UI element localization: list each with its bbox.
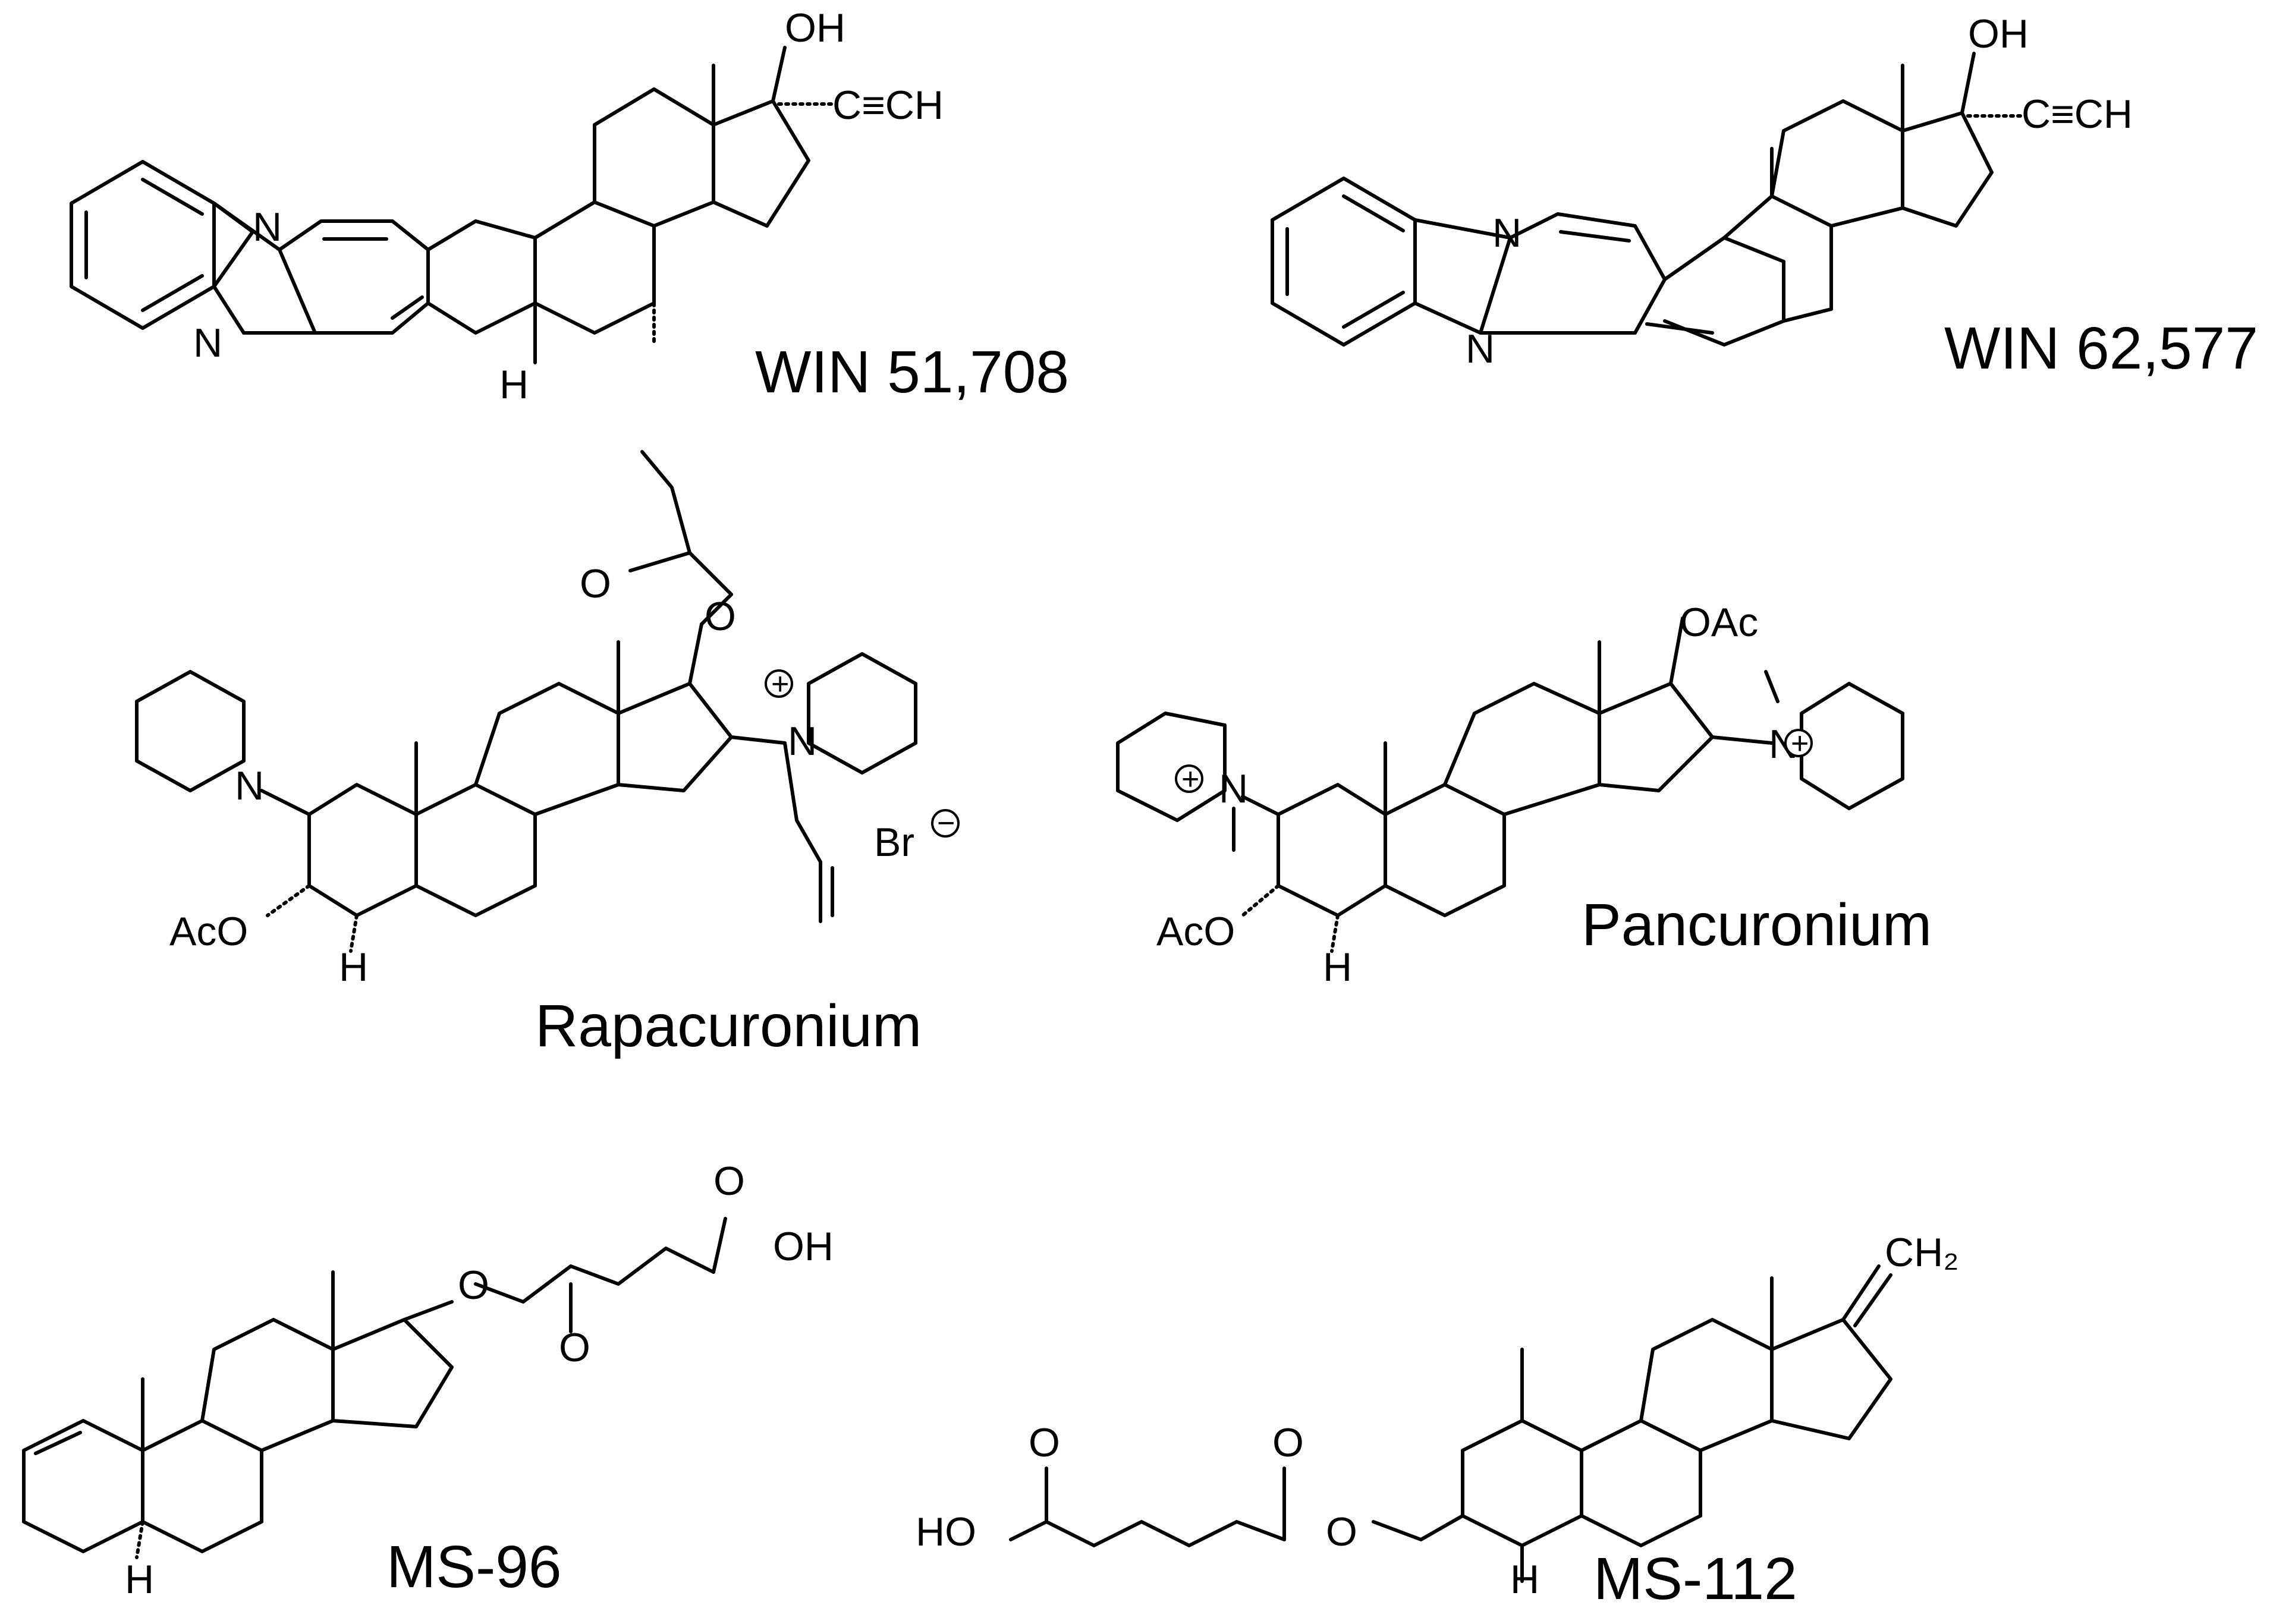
compound-name: WIN 62,577 bbox=[1944, 315, 2258, 382]
atom-o: O bbox=[705, 594, 736, 639]
compound-name: MS-96 bbox=[386, 1534, 562, 1600]
charge-plus: + bbox=[1181, 762, 1199, 797]
atom-o: O bbox=[458, 1263, 489, 1308]
structure-ms-112: O HO O O CH₂ H MS-112 bbox=[916, 1230, 1959, 1612]
atom-o: O bbox=[559, 1325, 590, 1370]
atom-oh: OH bbox=[1968, 11, 2029, 56]
positive-charge-icon bbox=[1784, 729, 1813, 757]
structure-ms-96: O O O OH H MS-96 bbox=[22, 1159, 834, 1602]
atom-oac: OAc bbox=[1680, 600, 1758, 645]
compound-name: Rapacuronium bbox=[535, 993, 922, 1059]
atom-n: N bbox=[235, 763, 264, 808]
atom-n: N bbox=[1492, 210, 1521, 256]
atom-n: N bbox=[1219, 766, 1248, 811]
structure-win-62577: OH C≡CH N N WIN 62,577 bbox=[1271, 11, 2258, 382]
atom-h: H bbox=[1510, 1557, 1539, 1602]
atom-oh: OH bbox=[785, 5, 845, 51]
atom-n: N bbox=[193, 320, 222, 366]
compound-name: WIN 51,708 bbox=[755, 339, 1069, 405]
structure-win-51708: OH C≡CH N N H WIN 51,708 bbox=[70, 5, 1069, 407]
positive-charge-icon bbox=[765, 669, 793, 698]
atom-h: H bbox=[125, 1557, 154, 1602]
charge-plus: + bbox=[771, 667, 789, 701]
atom-ch2: CH₂ bbox=[1885, 1230, 1959, 1275]
atom-h: H bbox=[1323, 945, 1352, 990]
atom-o: O bbox=[1326, 1509, 1357, 1554]
structure-pancuronium: N N OAc AcO H + + Pancuronium bbox=[1116, 600, 1932, 990]
atom-aco: AcO bbox=[1156, 909, 1235, 954]
atom-oh: OH bbox=[773, 1224, 834, 1269]
atom-ethynyl: C≡CH bbox=[832, 83, 944, 128]
atom-br: Br bbox=[874, 820, 914, 865]
atom-o: O bbox=[1272, 1420, 1304, 1465]
atom-ethynyl: C≡CH bbox=[2022, 92, 2133, 137]
compound-name: Pancuronium bbox=[1582, 892, 1932, 958]
charge-plus: + bbox=[1791, 726, 1809, 761]
atom-o: O bbox=[713, 1159, 745, 1204]
atom-o: O bbox=[580, 561, 611, 606]
atom-h: H bbox=[499, 362, 529, 407]
positive-charge-icon bbox=[1175, 764, 1203, 793]
atom-n: N bbox=[788, 719, 817, 764]
atom-n: N bbox=[1466, 326, 1495, 372]
atom-h: H bbox=[339, 945, 368, 990]
charge-minus: − bbox=[937, 806, 955, 841]
atom-n: N bbox=[253, 204, 282, 250]
atom-aco: AcO bbox=[169, 909, 248, 954]
atom-ho: HO bbox=[916, 1509, 976, 1554]
structure-rapacuronium: N N O O AcO H Br + − Rapacuronium bbox=[135, 450, 960, 1059]
atom-o: O bbox=[1029, 1420, 1060, 1465]
compound-name: MS-112 bbox=[1593, 1546, 1797, 1612]
negative-charge-icon bbox=[931, 809, 960, 838]
